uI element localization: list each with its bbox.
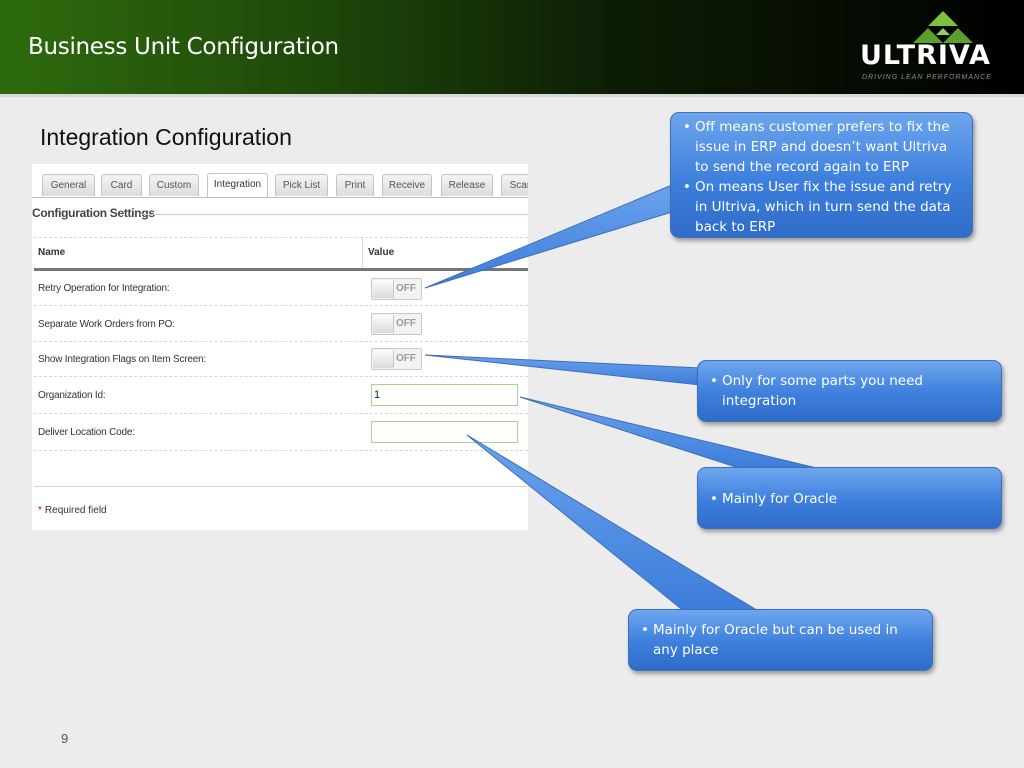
row-label-organization-id: Organization Id: [38, 390, 106, 401]
callout-integration-flags: Only for some parts you need integration [697, 360, 1002, 422]
tab-release[interactable]: Release [441, 174, 493, 196]
deliver-location-code-input[interactable] [371, 421, 518, 443]
toggle-knob [373, 315, 394, 333]
divider [34, 237, 528, 238]
divider [34, 305, 528, 306]
ultriva-triangle-logo-icon [913, 11, 973, 43]
column-header-value: Value [368, 247, 395, 258]
required-field-text: Required field [44, 505, 107, 516]
callout-deliver-location: Mainly for Oracle but can be used in any… [628, 609, 933, 671]
organization-id-input[interactable] [371, 384, 518, 406]
slide-title: Business Unit Configuration [28, 34, 339, 60]
configuration-settings-title: Configuration Settings [32, 206, 155, 220]
divider [34, 413, 528, 414]
callout-organization-id: Mainly for Oracle [697, 467, 1002, 529]
toggle-state: OFF [396, 353, 416, 364]
footer-divider [34, 486, 528, 487]
tab-pick-list[interactable]: Pick List [275, 174, 328, 196]
required-field-note: *Required field [38, 505, 107, 516]
separate-work-orders-toggle[interactable]: OFF [371, 313, 422, 335]
divider [34, 376, 528, 377]
row-label-separate-work-orders: Separate Work Orders from PO: [38, 319, 175, 330]
tab-card[interactable]: Card [101, 174, 142, 196]
row-label-retry-operation: Retry Operation for Integration: [38, 283, 170, 294]
callout-bullet: Mainly for Oracle [710, 489, 989, 509]
callout-pointer-flags [424, 354, 701, 386]
logo-tagline: DRIVING LEAN PERFORMANCE [862, 74, 992, 81]
callout-bullet: Only for some parts you need integration [710, 371, 989, 411]
ultriva-logo: ULTRIVA DRIVING LEAN PERFORMANCE [856, 8, 1006, 88]
tab-general[interactable]: General [42, 174, 95, 196]
section-title: Integration Configuration [40, 124, 292, 150]
callout-bullet: On means User fix the issue and retry in… [683, 177, 962, 237]
divider [34, 341, 528, 342]
retry-operation-toggle[interactable]: OFF [371, 278, 422, 300]
logo-wordmark: ULTRIVA [860, 40, 991, 71]
callout-retry-explanation: Off means customer prefers to fix the is… [670, 112, 973, 238]
callout-bullet: Off means customer prefers to fix the is… [683, 117, 962, 177]
slide-header: Business Unit Configuration ULTRIVA DRIV… [0, 0, 1024, 97]
row-label-deliver-location-code: Deliver Location Code: [38, 427, 135, 438]
divider [34, 450, 528, 451]
callout-bullet: Mainly for Oracle but can be used in any… [641, 620, 920, 660]
toggle-knob [373, 280, 394, 298]
required-marker: * [38, 505, 42, 516]
page-number: 9 [61, 731, 69, 746]
header-underline [34, 268, 528, 271]
title-divider [140, 214, 528, 215]
tab-receive[interactable]: Receive [382, 174, 432, 196]
toggle-state: OFF [396, 283, 416, 294]
toggle-knob [373, 350, 394, 368]
configuration-panel: General Card Custom Integration Pick Lis… [32, 164, 528, 530]
tab-integration[interactable]: Integration [207, 173, 268, 197]
tab-print[interactable]: Print [336, 174, 374, 196]
row-label-show-integration-flags: Show Integration Flags on Item Screen: [38, 354, 207, 365]
callout-pointer-retry [424, 184, 673, 289]
tab-scan[interactable]: Scan [501, 174, 528, 196]
show-integration-flags-toggle[interactable]: OFF [371, 348, 422, 370]
tab-custom[interactable]: Custom [149, 174, 199, 196]
toggle-state: OFF [396, 318, 416, 329]
column-header-name: Name [38, 247, 66, 258]
tab-bar: General Card Custom Integration Pick Lis… [32, 164, 528, 198]
column-separator [362, 237, 363, 269]
